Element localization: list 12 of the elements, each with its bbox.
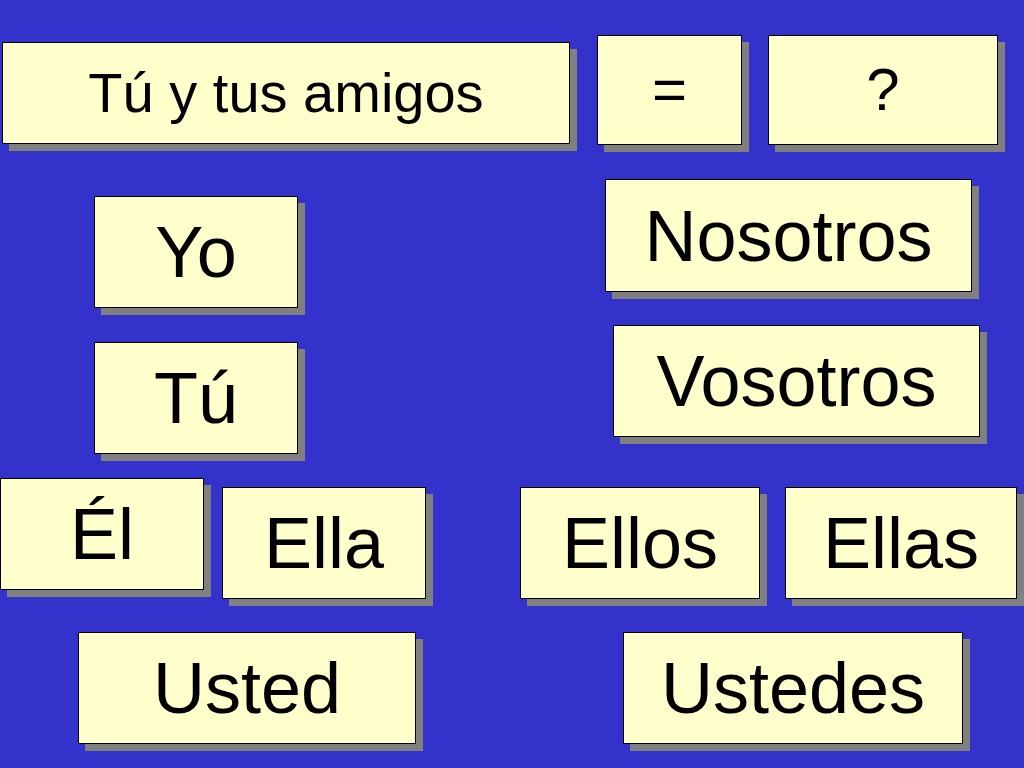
card-text: Ellos — [561, 507, 719, 579]
card-text: Ella — [263, 507, 385, 579]
card-text: Vosotros — [656, 345, 937, 417]
card-text: ? — [866, 60, 900, 120]
card-text: Nosotros — [644, 199, 933, 272]
card-text: Él — [70, 498, 134, 570]
card-text: Ustedes — [660, 652, 926, 724]
card-text: Tú — [154, 362, 238, 434]
card-text: = — [651, 60, 687, 120]
card-text: Ellas — [822, 507, 980, 579]
card-text: Usted — [152, 652, 342, 724]
card-text: Yo — [155, 216, 237, 288]
